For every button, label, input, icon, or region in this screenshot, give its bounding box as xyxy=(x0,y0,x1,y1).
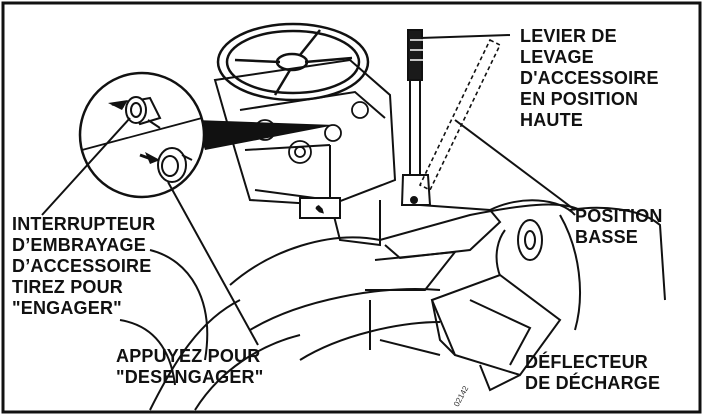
svg-text:✎: ✎ xyxy=(316,206,324,216)
discharge-deflector xyxy=(430,273,562,392)
front-wheel xyxy=(119,249,209,386)
label-lift-lever-raised: LEVIER DE LEVAGE D'ACCESSOIRE EN POSITIO… xyxy=(520,26,659,130)
steering-wheel xyxy=(216,22,370,102)
label-clutch-switch: INTERRUPTEUR D’EMBRAYAGE D’ACCESSOIRE TI… xyxy=(12,214,156,318)
lift-lever-lowered xyxy=(418,38,502,192)
footrest-plate xyxy=(365,204,502,291)
clutch-knob-pulled xyxy=(125,96,162,129)
clutch-knob-pushed xyxy=(157,147,193,183)
label-push-to-disengage: APPUYEZ POUR "DESENGAGER" xyxy=(116,346,264,387)
lift-lever-raised xyxy=(400,29,432,206)
magnifier-beam xyxy=(195,120,335,150)
label-lowered-position: POSITION BASSE xyxy=(575,206,663,247)
label-discharge-deflector: DÉFLECTEUR DE DÉCHARGE xyxy=(525,352,661,393)
magnifier-inset xyxy=(78,71,206,199)
